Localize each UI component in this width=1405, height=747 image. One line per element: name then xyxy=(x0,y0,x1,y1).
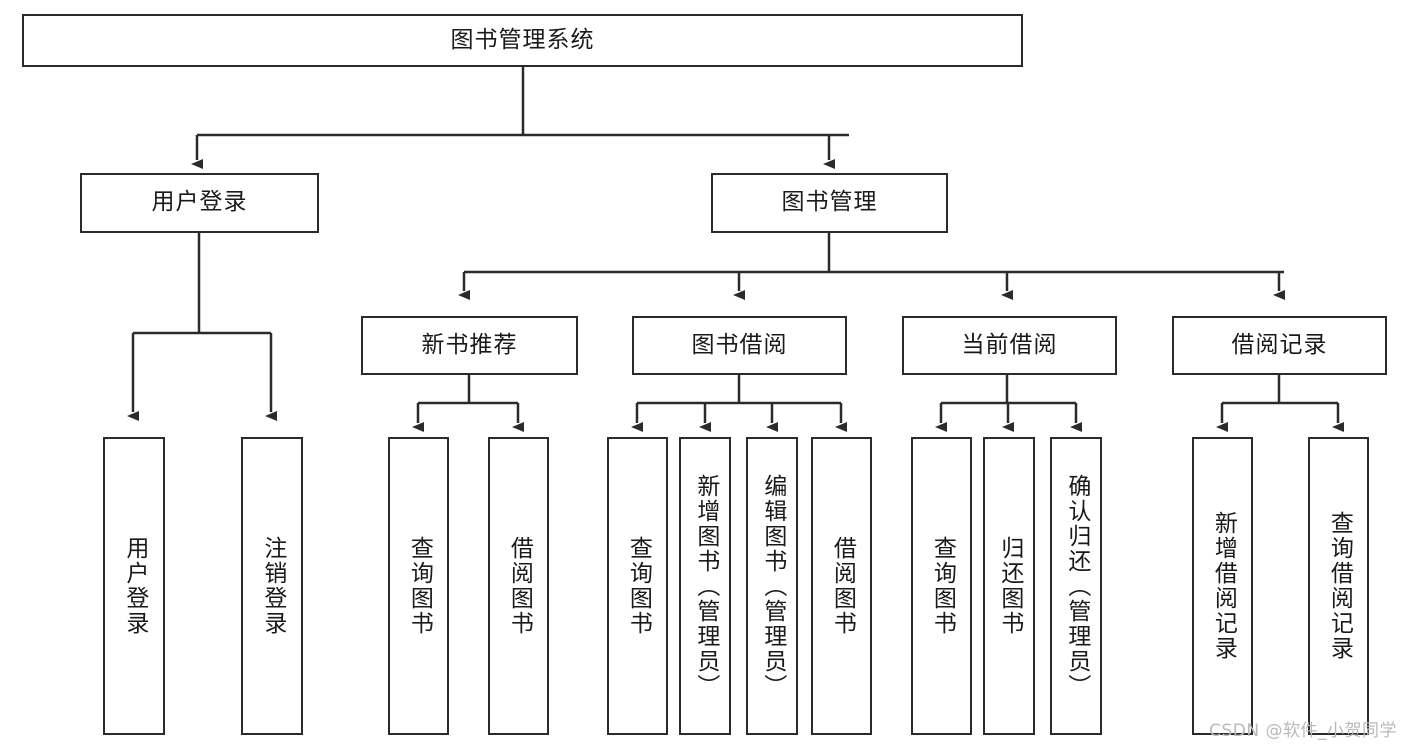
leaf-confirm-return-admin[interactable]: 确认归还（管理员） xyxy=(1050,437,1102,735)
leaf-return-book[interactable]: 归还图书 xyxy=(983,437,1035,735)
node-root-label: 图书管理系统 xyxy=(450,26,595,53)
leaf-borrow-book-recommend[interactable]: 借阅图书 xyxy=(488,437,549,735)
node-book-management[interactable]: 图书管理 xyxy=(711,173,948,233)
leaf-query-book-current-label: 查询图书 xyxy=(929,536,956,636)
node-new-book-recommend[interactable]: 新书推荐 xyxy=(361,316,578,375)
node-current-borrow[interactable]: 当前借阅 xyxy=(902,316,1117,375)
leaf-borrow-book-recommend-label: 借阅图书 xyxy=(506,536,533,636)
node-book-borrow-label: 图书借阅 xyxy=(691,331,788,358)
leaf-query-book-borrow[interactable]: 查询图书 xyxy=(607,437,668,735)
leaf-confirm-return-admin-label: 确认归还（管理员） xyxy=(1063,473,1090,699)
leaf-user-login[interactable]: 用户登录 xyxy=(103,437,165,735)
leaf-query-book-recommend[interactable]: 查询图书 xyxy=(388,437,449,735)
node-borrow-records-label: 借阅记录 xyxy=(1231,331,1328,358)
watermark: CSDN @软件_小贺同学 xyxy=(1209,721,1397,741)
leaf-add-book-admin[interactable]: 新增图书（管理员） xyxy=(679,437,731,735)
node-borrow-records[interactable]: 借阅记录 xyxy=(1172,316,1387,375)
node-user-login[interactable]: 用户登录 xyxy=(80,173,319,233)
node-current-borrow-label: 当前借阅 xyxy=(961,331,1058,358)
leaf-logout-label: 注销登录 xyxy=(259,536,286,636)
leaf-query-book-borrow-label: 查询图书 xyxy=(625,536,652,636)
leaf-query-borrow-record[interactable]: 查询借阅记录 xyxy=(1308,437,1369,735)
leaf-user-login-label: 用户登录 xyxy=(121,536,148,636)
leaf-return-book-label: 归还图书 xyxy=(996,536,1023,636)
leaf-logout[interactable]: 注销登录 xyxy=(241,437,303,735)
node-book-borrow[interactable]: 图书借阅 xyxy=(632,316,847,375)
leaf-borrow-book[interactable]: 借阅图书 xyxy=(811,437,872,735)
node-user-login-label: 用户登录 xyxy=(151,189,248,216)
node-book-management-label: 图书管理 xyxy=(781,189,878,216)
leaf-edit-book-admin-label: 编辑图书（管理员） xyxy=(759,473,786,699)
leaf-edit-book-admin[interactable]: 编辑图书（管理员） xyxy=(746,437,798,735)
leaf-query-book-current[interactable]: 查询图书 xyxy=(911,437,972,735)
leaf-add-borrow-record-label: 新增借阅记录 xyxy=(1210,511,1237,661)
leaf-add-borrow-record[interactable]: 新增借阅记录 xyxy=(1192,437,1253,735)
leaf-borrow-book-label: 借阅图书 xyxy=(829,536,856,636)
node-new-book-recommend-label: 新书推荐 xyxy=(421,331,518,358)
leaf-query-borrow-record-label: 查询借阅记录 xyxy=(1326,511,1353,661)
leaf-query-book-recommend-label: 查询图书 xyxy=(406,536,433,636)
node-root[interactable]: 图书管理系统 xyxy=(22,14,1023,67)
leaf-add-book-admin-label: 新增图书（管理员） xyxy=(692,473,719,699)
